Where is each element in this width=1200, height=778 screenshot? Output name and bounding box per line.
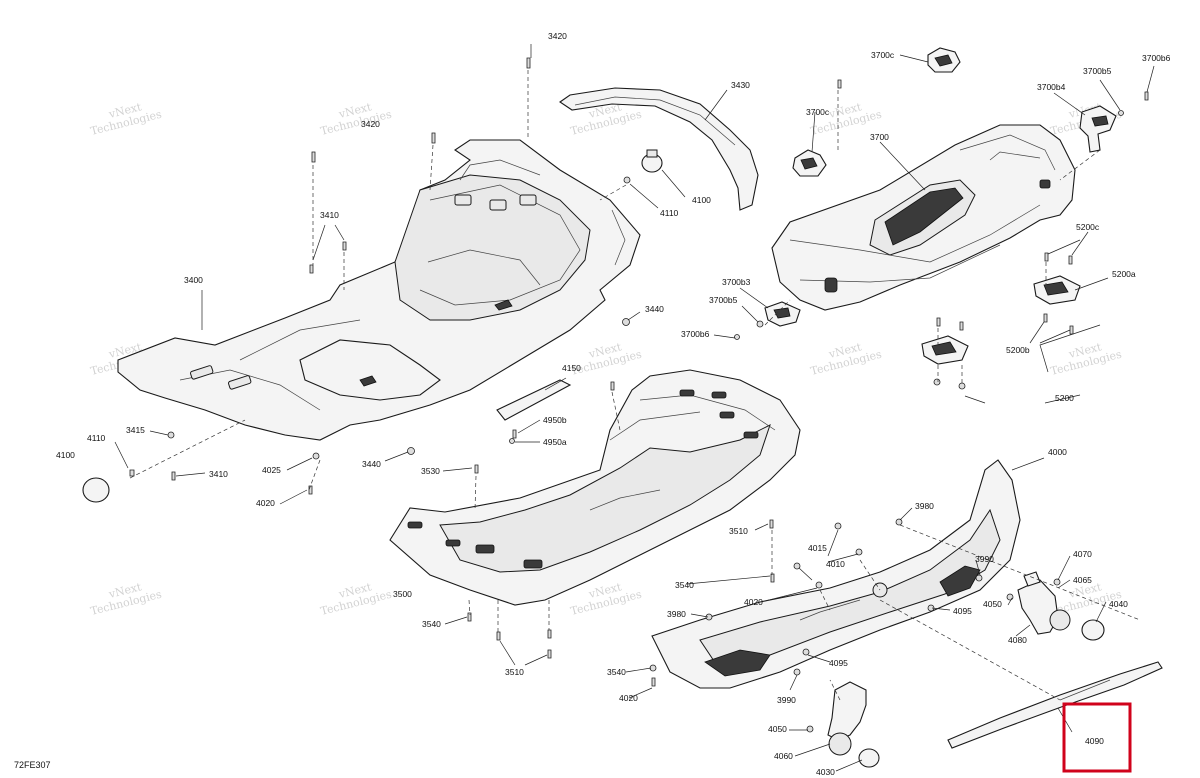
callout-4080: 4080 [1008,635,1027,645]
callout-4100-top: 4100 [692,195,711,205]
mount-4060 [827,681,867,756]
rack-rail-part [559,87,759,211]
bracket-5200a [1033,275,1081,305]
bracket-5200b [921,335,969,365]
rear-rack-part [389,369,801,606]
callout-3420-top: 3420 [548,31,567,41]
storage-box-part [771,124,1076,311]
callout-5200: 5200 [1055,393,1074,403]
callout-3410-bottom: 3410 [209,469,228,479]
callout-4070: 4070 [1073,549,1092,559]
callout-3990-right: 3990 [975,554,994,564]
callout-3540-left: 3540 [422,619,441,629]
trim-4090 [947,661,1163,749]
hinge-3700b4 [1079,105,1117,153]
callout-4040: 4040 [1109,599,1128,609]
callout-3700b6-bottom: 3700b6 [681,329,710,339]
callout-3530: 3530 [421,466,440,476]
callout-3410-top: 3410 [320,210,339,220]
callout-3440-right: 3440 [645,304,664,314]
callout-3510-right: 3510 [729,526,748,536]
callout-4950b: 4950b [543,415,567,425]
callout-4065: 4065 [1073,575,1092,585]
callout-3420-mid: 3420 [361,119,380,129]
callout-4000: 4000 [1048,447,1067,457]
callout-3700b5-top: 3700b5 [1083,66,1112,76]
callout-4050-bottom: 4050 [768,724,787,734]
callout-3440-center: 3440 [362,459,381,469]
callout-3700: 3700 [870,132,889,142]
callout-3700b4: 3700b4 [1037,82,1066,92]
callout-5200b: 5200b [1006,345,1030,355]
callout-4025: 4025 [262,465,281,475]
callout-5200c: 5200c [1076,222,1100,232]
callout-labels: 3420 3420 3430 3410 3400 4100 4110 3440 … [56,31,1171,777]
callout-4110-left: 4110 [87,433,106,443]
callout-3540-mid: 3540 [675,580,694,590]
callout-4050-right: 4050 [983,599,1002,609]
callout-3700b5-bottom: 3700b5 [709,295,738,305]
callout-3980-right: 3980 [915,501,934,511]
callout-4015: 4015 [808,543,827,553]
highlight-box-4090: 4090 [1062,702,1132,773]
callout-3430: 3430 [731,80,750,90]
front-rack-base-part [117,139,641,441]
front-bumper-part [651,459,1021,689]
mount-4080 [1017,571,1071,635]
cap-4100-top [641,149,663,173]
panel-4150 [496,379,572,421]
callout-5200a: 5200a [1112,269,1136,279]
callout-3700b6-top: 3700b6 [1142,53,1171,63]
callout-4110-top: 4110 [660,208,679,218]
callout-3510-bottom: 3510 [505,667,524,677]
callout-4100-left: 4100 [56,450,75,460]
diagram-code: 72FE307 [14,760,51,770]
callout-3700c-side: 3700c [806,107,830,117]
cap-4030 [858,748,880,768]
callout-4030: 4030 [816,767,835,777]
assembly-lines [129,70,1141,701]
callout-4060: 4060 [774,751,793,761]
highlight-rect [1062,702,1132,773]
callout-3700b3: 3700b3 [722,277,751,287]
callout-4020-bottom: 4020 [619,693,638,703]
callout-4950a: 4950a [543,437,567,447]
callout-3980-left: 3980 [667,609,686,619]
cap-4040 [1081,619,1105,641]
callout-4150: 4150 [562,363,581,373]
callout-3990-bottom: 3990 [777,695,796,705]
callout-4095-bottom: 4095 [829,658,848,668]
latch-3700c-top [927,47,961,73]
leader-lines [114,44,1155,772]
callout-4020-left: 4020 [256,498,275,508]
callout-4095-right: 4095 [953,606,972,616]
callout-4010: 4010 [826,559,845,569]
callout-3400: 3400 [184,275,203,285]
cap-4100-left [82,477,110,503]
callout-3700c-top: 3700c [871,50,895,60]
callout-4090: 4090 [1085,736,1104,746]
hinge-3700b3 [764,301,801,327]
fasteners [129,57,1149,733]
callout-3500: 3500 [393,589,412,599]
latch-3700c-side [792,149,827,177]
callout-3415: 3415 [126,425,145,435]
callout-4020-mid: 4020 [744,597,763,607]
callout-3540-bottom: 3540 [607,667,626,677]
